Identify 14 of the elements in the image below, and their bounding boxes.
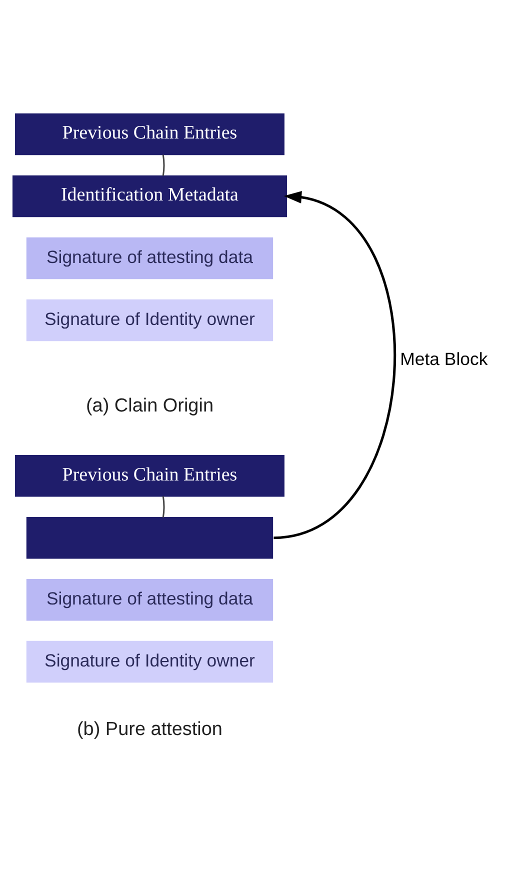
edge-label: Meta Block [400,348,488,369]
node-box [26,516,274,559]
node-box: Identification Metadata [12,175,287,218]
node-box: Previous Chain Entries [15,113,284,156]
node-box: Signature of attesting data [26,578,274,621]
node-box: Signature of Identity owner [26,640,274,683]
label: (a) Clain Origin [86,395,214,416]
arrow [273,191,396,540]
node-box: Signature of Identity owner [26,299,274,342]
connector [162,496,165,518]
node-box: Signature of attesting data [26,237,274,280]
connector [162,154,165,176]
label: (b) Pure attestion [76,719,222,740]
node-box: Previous Chain Entries [15,454,284,497]
